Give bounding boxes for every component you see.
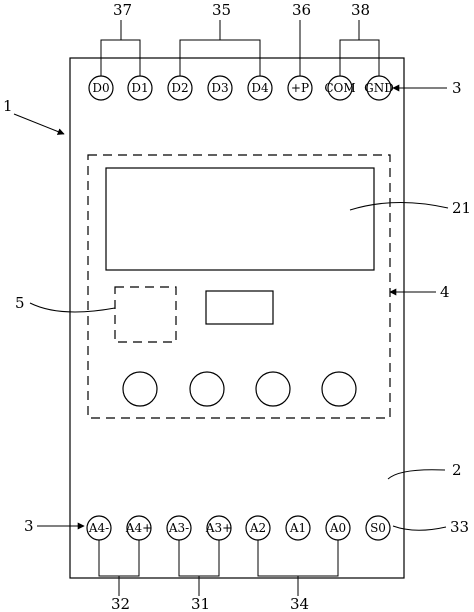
dashed-square <box>114 286 177 343</box>
bottom-terminal-circle-3 <box>206 515 232 541</box>
bottom-terminal-label-0: A4- <box>88 521 109 535</box>
bottom-terminal-label-5: A1 <box>289 521 306 535</box>
top-terminal-label-2: D2 <box>171 81 188 95</box>
top-terminal-label-4: D4 <box>251 81 269 95</box>
bottom-terminal-label-4: A2 <box>249 521 266 535</box>
callout-display: 21 <box>452 199 471 217</box>
top-terminal-label-5: +P <box>291 81 309 95</box>
callout-dashed-panel: 4 <box>440 283 450 301</box>
callout-a4-group: 32 <box>111 595 130 612</box>
panel-button-2 <box>189 371 225 407</box>
callout-a-group: 34 <box>290 595 309 612</box>
top-terminal-label-3: D3 <box>211 81 228 95</box>
callout-com-gnd-group: 38 <box>351 1 370 19</box>
top-terminal-circle-5 <box>287 75 313 101</box>
top-terminal-label-0: D0 <box>92 81 109 95</box>
top-terminal-circle-1 <box>127 75 153 101</box>
top-terminal-circle-6 <box>327 75 353 101</box>
top-terminal-circle-3 <box>207 75 233 101</box>
bottom-terminal-circle-1 <box>126 515 152 541</box>
callout-left-terminal: 3 <box>24 517 34 535</box>
bottom-terminal-label-3: A3+ <box>205 521 232 535</box>
bottom-terminal-circle-4 <box>245 515 271 541</box>
bottom-terminal-label-2: A3- <box>168 521 189 535</box>
bottom-terminal-circle-7 <box>365 515 391 541</box>
bottom-terminals: A4- A4+ A3- A3+ A2 A1 A0 S0 <box>86 515 391 541</box>
indicator-window <box>205 290 274 325</box>
bottom-brackets <box>98 540 339 596</box>
bottom-terminal-circle-6 <box>325 515 351 541</box>
top-terminal-circle-7 <box>366 75 392 101</box>
bottom-terminal-label-6: A0 <box>329 521 346 535</box>
callout-d2-d4-group: 35 <box>212 1 231 19</box>
bottom-terminal-circle-5 <box>285 515 311 541</box>
bottom-terminal-circle-2 <box>166 515 192 541</box>
callout-d0-d1-group: 37 <box>113 1 132 19</box>
dashed-panel <box>87 154 391 419</box>
callout-a3-group: 31 <box>191 595 210 612</box>
callout-housing: 2 <box>452 461 462 479</box>
bottom-terminal-circle-0 <box>86 515 112 541</box>
housing-outline <box>69 57 405 579</box>
callout-right-terminal: 3 <box>452 79 462 97</box>
top-terminal-circle-4 <box>247 75 273 101</box>
callout-s0-terminal: 33 <box>450 518 469 536</box>
callout-device: 1 <box>3 97 13 115</box>
callout-p-terminal: 36 <box>292 1 311 19</box>
top-terminal-label-1: D1 <box>131 81 148 95</box>
panel-button-4 <box>321 371 357 407</box>
top-terminal-label-7: GND <box>364 81 394 95</box>
callout-leaders <box>13 84 449 531</box>
bottom-terminal-label-7: S0 <box>370 521 386 535</box>
top-terminal-circle-2 <box>167 75 193 101</box>
display-window <box>105 167 375 271</box>
panel-button-1 <box>122 371 158 407</box>
callout-dashed-square: 5 <box>15 294 25 312</box>
top-brackets <box>100 20 380 76</box>
panel-button-3 <box>255 371 291 407</box>
top-terminals: D0 D1 D2 D3 D4 +P COM GND <box>88 75 394 101</box>
top-terminal-circle-0 <box>88 75 114 101</box>
bottom-terminal-label-1: A4+ <box>125 521 152 535</box>
top-terminal-label-6: COM <box>324 81 355 95</box>
